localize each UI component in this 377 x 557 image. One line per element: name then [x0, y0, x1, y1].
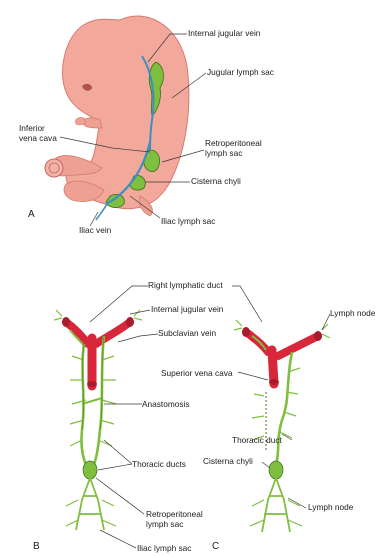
- label-c-thoracic-duct: Thoracic duct: [232, 436, 282, 446]
- label-b-right-lymphatic-duct: Right lymphatic duct: [148, 281, 223, 291]
- label-c-cisterna-chyli: Cisterna chyli: [203, 457, 253, 467]
- label-b-retroperitoneal-lymph-sac: Retroperitoneal lymph sac: [146, 510, 203, 529]
- panel-b-vein-left-arm: [66, 322, 88, 344]
- label-b-anastomosis: Anastomosis: [142, 400, 190, 410]
- label-a-retroperitoneal-lymph-sac: Retroperitoneal lymph sac: [205, 139, 262, 158]
- panel-b-thoracic-duct-left: [81, 344, 88, 468]
- panel-b-vein-right-arm: [96, 322, 130, 344]
- iliac-vein-line: [96, 202, 108, 220]
- panel-c-branches: [250, 368, 302, 526]
- label-a-cisterna-chyli: Cisterna chyli: [191, 177, 241, 187]
- embryo-illustration: [45, 16, 189, 220]
- panel-letter-a: A: [28, 209, 35, 220]
- panel-c-drawing: [234, 320, 330, 532]
- label-b-superior-vena-cava: Superior vena cava: [161, 369, 233, 379]
- label-b-subclavian-vein: Subclavian vein: [158, 329, 216, 339]
- panel-b-anastomosis: [82, 398, 102, 404]
- label-b-iliac-lymph-sac: Iliac lymph sac: [137, 544, 191, 554]
- panel-b-lower-channels: [76, 478, 104, 530]
- label-b-thoracic-ducts: Thoracic ducts: [132, 460, 186, 470]
- panel-b-retroperitoneal-sac: [83, 461, 97, 479]
- panel-c-lower-channels: [262, 478, 290, 532]
- panel-c-svc: [272, 350, 274, 384]
- label-a-iliac-vein: Iliac vein: [79, 226, 111, 236]
- panel-b-drawing: [54, 310, 142, 530]
- panel-c-vein-right-arm: [278, 336, 318, 356]
- panel-letter-c: C: [212, 541, 219, 552]
- label-a-internal-jugular-vein: Internal jugular vein: [188, 29, 260, 39]
- label-b-internal-jugular-vein: Internal jugular vein: [151, 305, 223, 315]
- label-a-inferior-vena-cava: Inferior vena cava: [19, 124, 57, 143]
- label-a-jugular-lymph-sac: Jugular lymph sac: [207, 68, 274, 78]
- panel-c-thoracic-duct: [276, 352, 292, 464]
- panel-c-cisterna-chyli: [269, 461, 283, 479]
- label-c-lymph-node-top: Lymph node: [330, 309, 375, 319]
- label-a-iliac-lymph-sac: Iliac lymph sac: [161, 217, 215, 227]
- umbilical-stump: [45, 159, 63, 177]
- embryo-body: [63, 16, 189, 209]
- label-c-lymph-node-bottom: Lymph node: [308, 503, 353, 513]
- panel-letter-b: B: [33, 541, 40, 552]
